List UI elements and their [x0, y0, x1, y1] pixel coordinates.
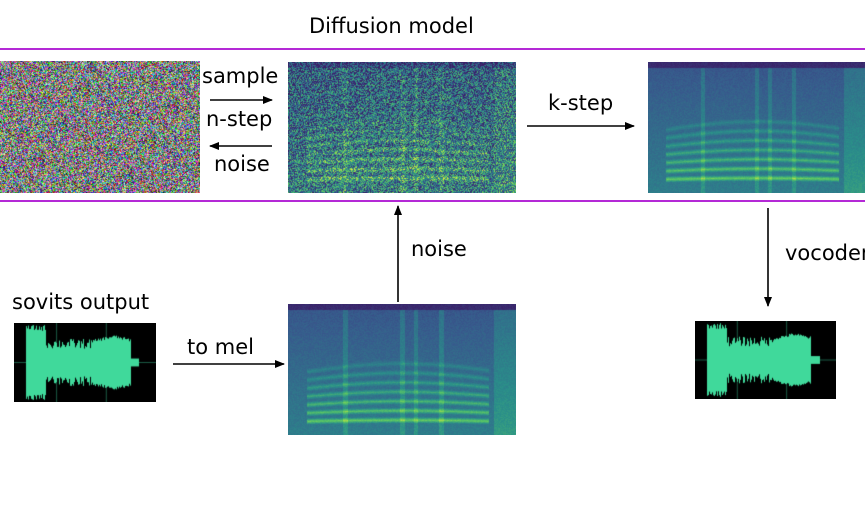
- noise-back-label: noise: [214, 152, 270, 176]
- diffusion-model-title: Diffusion model: [309, 14, 474, 38]
- n-step-label: n-step: [206, 107, 273, 131]
- sovits-output-waveform-panel: [14, 323, 156, 402]
- denoised-mel-spectrogram-panel: [648, 62, 865, 193]
- diffusion-band-bottom-border: [0, 200, 865, 202]
- sovits-output-mel-spectrogram-panel: [288, 304, 516, 435]
- vocoder-label: vocoder: [785, 241, 865, 265]
- noisy-mel-spectrogram-panel: [288, 62, 516, 193]
- diffusion-band-top-border: [0, 48, 865, 50]
- sovits-output-label: sovits output: [12, 290, 150, 314]
- k-step-label: k-step: [548, 91, 614, 115]
- vocoder-output-waveform-panel: [695, 321, 836, 399]
- to-mel-label: to mel: [187, 335, 254, 359]
- sample-label: sample: [202, 64, 279, 88]
- random-noise-panel: [0, 61, 200, 193]
- noise-up-label: noise: [411, 237, 467, 261]
